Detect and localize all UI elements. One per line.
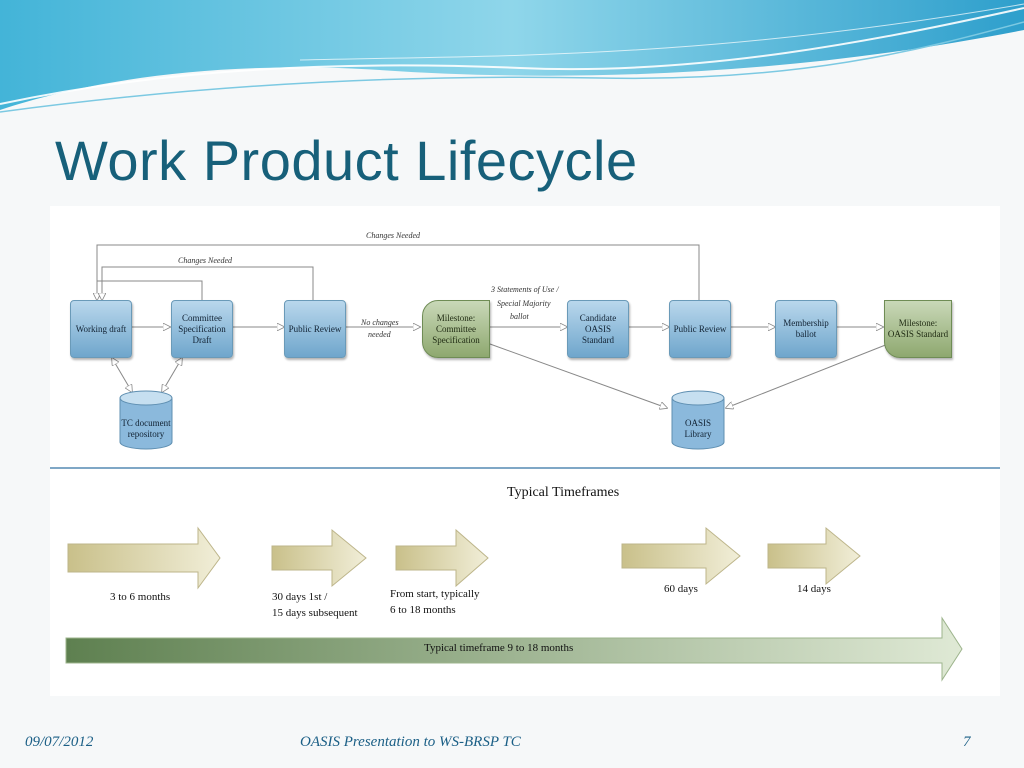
timeframe-label-1: 3 to 6 months	[110, 591, 171, 603]
timeframe-label-3a: From start, typically	[390, 588, 480, 600]
total-timeframe-label: Typical timeframe 9 to 18 months	[424, 642, 574, 654]
membership-ballot-box: Membership ballot	[775, 300, 837, 358]
tc-repository-label: TC document repository	[121, 418, 171, 439]
statements-label-1: 3 Statements of Use /	[491, 285, 559, 294]
oasis-library-label: OASIS Library	[684, 418, 712, 439]
repository-links	[112, 343, 889, 408]
footer-date: 09/07/2012	[25, 734, 94, 750]
changes-needed-top-label: Changes Needed	[366, 231, 420, 240]
oasis-library-cylinder	[671, 390, 725, 450]
working-draft-box: Working draft	[70, 300, 132, 358]
timeframes-heading: Typical Timeframes	[507, 485, 620, 500]
changes-needed-outer-loop	[97, 244, 700, 300]
no-changes-label-2: needed	[368, 330, 391, 339]
changes-needed-inner-loop	[97, 266, 314, 300]
total-timeframe-arrow	[65, 616, 963, 682]
statements-label-3: ballot	[510, 312, 529, 321]
footer-presentation-title: OASIS Presentation to WS-BRSP TC	[300, 734, 521, 750]
committee-spec-draft-box: Committee Specification Draft	[171, 300, 233, 358]
public-review-box-1: Public Review	[284, 300, 346, 358]
no-changes-label-1: No changes	[361, 318, 399, 327]
footer-page-number: 7	[963, 734, 971, 750]
diagram-connectors	[50, 244, 1000, 682]
slide-title: Work Product Lifecycle	[55, 129, 638, 192]
public-review-box-2: Public Review	[669, 300, 731, 358]
milestone-oasis-standard: Milestone: OASIS Standard	[884, 300, 952, 358]
candidate-oasis-standard-box: Candidate OASIS Standard	[567, 300, 629, 358]
tc-repository-cylinder	[119, 390, 173, 450]
timeframe-label-2a: 30 days 1st /	[272, 591, 328, 603]
statements-label-2: Special Majority	[497, 299, 551, 308]
timeframe-label-4: 60 days	[664, 583, 698, 595]
header-wave-decoration	[0, 0, 1024, 113]
timeframe-label-2b: 15 days subsequent	[272, 607, 358, 619]
timeframe-label-5: 14 days	[797, 583, 831, 595]
milestone-committee-spec: Milestone: Committee Specification	[422, 300, 490, 358]
timeframe-label-3b: 6 to 18 months	[390, 604, 456, 616]
timeframe-arrows	[67, 526, 861, 590]
lifecycle-diagram-panel: Working draft Committee Specification Dr…	[50, 206, 1000, 696]
changes-needed-inner-label: Changes Needed	[178, 256, 232, 265]
